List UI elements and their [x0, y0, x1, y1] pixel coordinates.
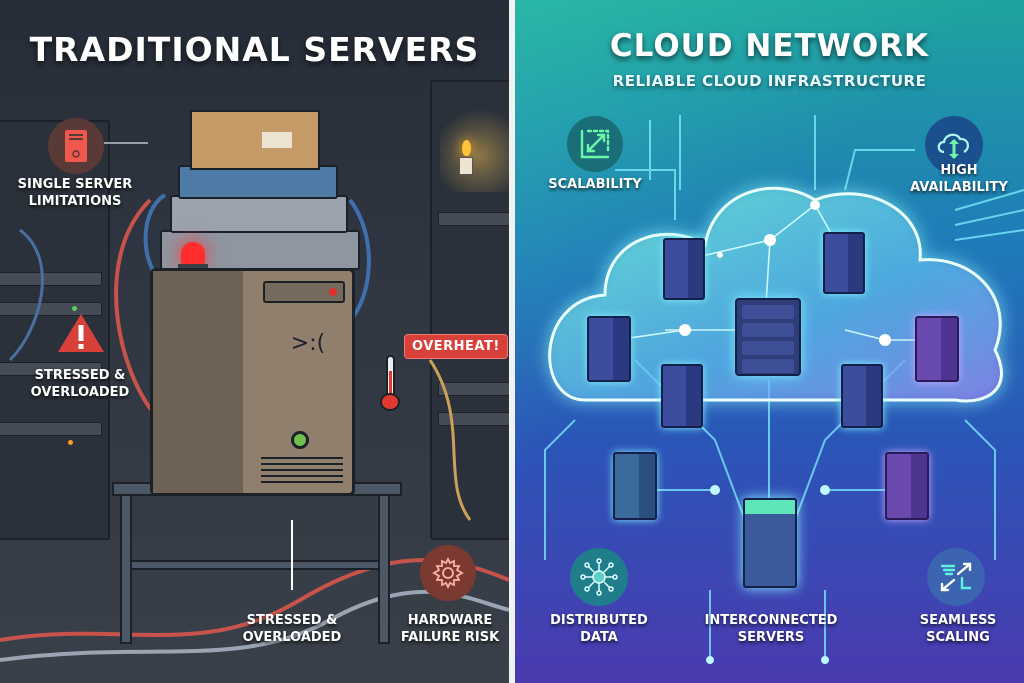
- page-title-traditional: TRADITIONAL SERVERS: [29, 30, 480, 69]
- stressed-pc-tower: >:(: [150, 268, 355, 496]
- gear-icon: [432, 556, 464, 590]
- scalability-callout-icon: [567, 116, 623, 172]
- red-siren-icon: [178, 242, 208, 272]
- high-availability-callout-icon: [925, 116, 983, 174]
- server-icon: [587, 316, 631, 382]
- seamless-scaling-label: SEAMLESS SCALING: [919, 613, 997, 645]
- background-rack-right: [430, 80, 509, 540]
- server-icon: [915, 316, 959, 382]
- callout-pointer-line: [291, 520, 293, 590]
- callout-pointer-line: [104, 142, 148, 144]
- background-rack-left: [0, 120, 110, 540]
- glowing-cloud: [548, 186, 1003, 403]
- page-subtitle: RELIABLE CLOUD INFRASTRUCTURE: [612, 72, 927, 90]
- high-availability-label: HIGH AVAILABILITY: [910, 163, 1008, 195]
- hardware-failure-callout-icon: [420, 545, 476, 601]
- stressed-overloaded-label-left: STRESSED & OVERLOADED: [30, 368, 130, 400]
- page-title-cloud: CLOUD NETWORK: [609, 28, 930, 64]
- single-server-callout-icon: [48, 118, 104, 174]
- distributed-data-label: DISTRIBUTED DATA: [550, 613, 648, 645]
- interconnected-servers-label: INTERCONNECTED SERVERS: [704, 613, 838, 645]
- cloud-network-panel: CLOUD NETWORK RELIABLE CLOUD INFRASTRUCT…: [515, 0, 1024, 683]
- network-hub-icon: [580, 558, 618, 596]
- cloud-sync-icon: [937, 133, 970, 159]
- server-tower-icon: [65, 130, 87, 162]
- expand-arrows-icon: [940, 562, 972, 592]
- server-icon: [885, 452, 929, 520]
- server-icon: [841, 364, 883, 428]
- distributed-data-callout-icon: [570, 548, 628, 606]
- stressed-overloaded-label-bottom: STRESSED & OVERLOADED: [242, 613, 342, 645]
- thermometer-icon: [380, 355, 400, 411]
- server-icon: [743, 498, 797, 588]
- circuit-lines: [544, 115, 1024, 664]
- panel-divider: [509, 0, 515, 683]
- server-icon: [661, 364, 703, 428]
- scalability-label: SCALABILITY: [548, 177, 642, 192]
- server-icon: [663, 238, 705, 300]
- server-icon: [613, 452, 657, 520]
- central-server-rack: [735, 298, 801, 376]
- overheat-badge: OVERHEAT!: [404, 334, 508, 359]
- seamless-scaling-callout-icon: [927, 548, 985, 606]
- traditional-servers-panel: >:( OVERHEAT! TRADITIONAL SERVERS SINGLE…: [0, 0, 509, 683]
- resize-arrows-icon: [580, 129, 610, 159]
- candle-icon: [459, 140, 473, 176]
- hardware-failure-risk-label: HARDWARE FAILURE RISK: [400, 613, 500, 645]
- warning-triangle-icon: [58, 314, 104, 352]
- single-server-limitations-label: SINGLE SERVER LIMITATIONS: [17, 177, 133, 209]
- server-icon: [823, 232, 865, 294]
- cardboard-box: [190, 110, 320, 170]
